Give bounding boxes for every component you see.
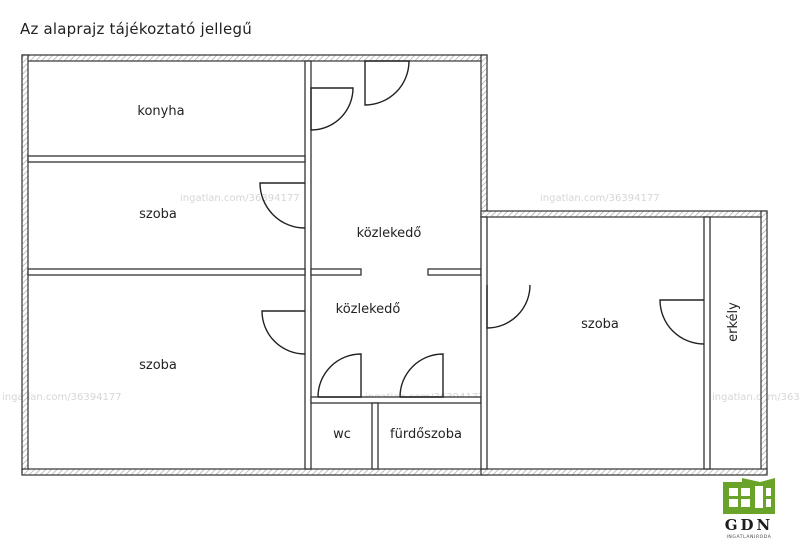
logo-name: GDN (725, 516, 774, 534)
house-icon (723, 478, 775, 514)
door-wc (317, 353, 362, 398)
room-label-room-2: szoba (139, 358, 177, 373)
door-room-2 (261, 310, 306, 355)
interior-walls (27, 60, 711, 470)
door-kitchen (310, 87, 354, 131)
door-room-3 (486, 284, 531, 329)
room-label-room-3: szoba (581, 317, 619, 332)
watermark: ingatlan.com/36394177 (2, 392, 122, 403)
room-label-room-1: szoba (139, 207, 177, 222)
door-entrance (364, 60, 410, 106)
room-label-wc: wc (333, 427, 351, 442)
watermark: ingatlan.com/36394177 (180, 193, 300, 204)
room-label-corridor-2: közlekedő (336, 302, 401, 317)
room-label-corridor-1: közlekedő (357, 226, 422, 241)
logo-tagline: INGATLANIRODA (727, 534, 772, 540)
room-label-balcony: erkély (726, 302, 741, 342)
watermark: ingatlan.com/36394177 (712, 392, 800, 403)
exterior-walls (21, 54, 768, 476)
door-bathroom (399, 353, 444, 398)
plan-disclaimer: Az alaprajz tájékoztató jellegű (20, 20, 252, 38)
doors (259, 60, 705, 398)
door-balcony (659, 299, 705, 345)
room-label-bathroom: fürdőszoba (390, 427, 462, 442)
door-room-1 (259, 182, 306, 229)
watermark: ingatlan.com/36394177 (540, 193, 660, 204)
gdn-logo: GDN INGATLANIRODA (723, 478, 775, 540)
room-label-kitchen: konyha (137, 104, 184, 119)
